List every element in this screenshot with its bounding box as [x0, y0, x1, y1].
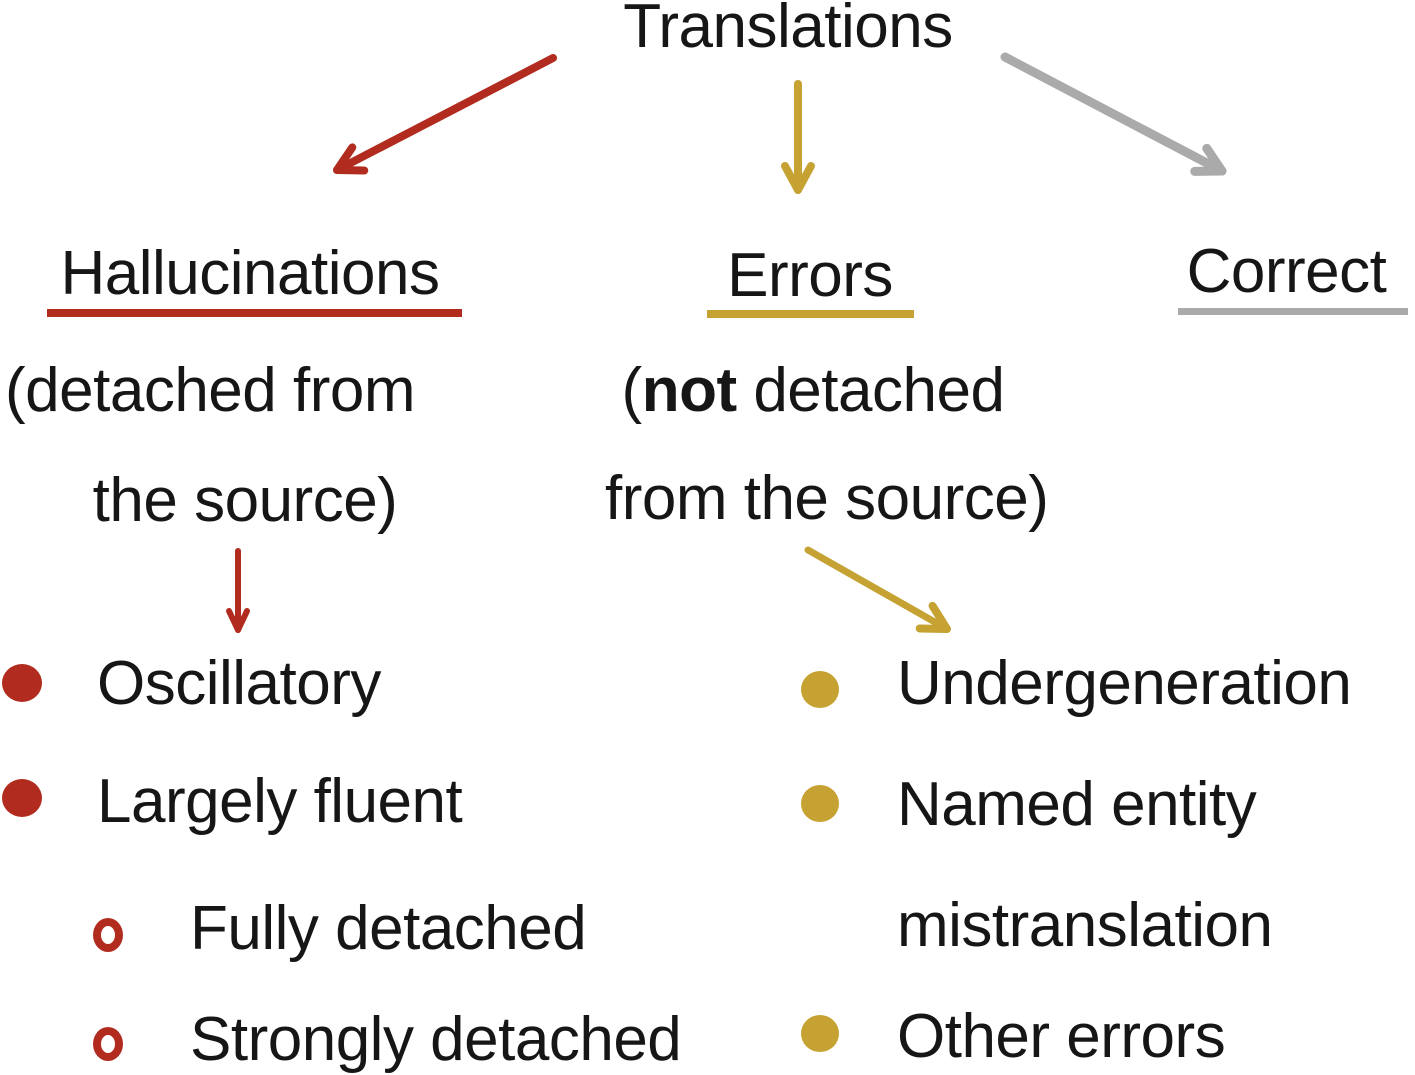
list-item-named-entity-line2: mistranslation — [897, 891, 1273, 960]
list-item-largely-fluent: Largely fluent — [97, 767, 463, 836]
correct-heading: Correct — [1186, 237, 1387, 306]
errors-note-open-paren: ( — [621, 356, 643, 425]
hallucinations-note-line1: (detached from — [5, 356, 416, 425]
hollow-bullet-icon — [93, 918, 123, 952]
correct-underline — [1178, 308, 1408, 315]
filled-bullet-icon — [801, 785, 839, 822]
hallucinations-heading: Hallucinations — [60, 239, 441, 308]
errors-note-line2: from the source) — [605, 464, 1049, 533]
list-item-named-entity-line1: Named entity — [897, 770, 1257, 839]
list-item-fully-detached: Fully detached — [190, 894, 587, 963]
hallucinations-note-line2: the source) — [92, 466, 398, 535]
hollow-bullet-icon — [93, 1027, 123, 1061]
arrow-to-correct-icon — [1000, 52, 1227, 176]
filled-bullet-icon — [801, 671, 839, 708]
arrow-errors-to-types-icon — [804, 546, 951, 633]
list-item-other-errors: Other errors — [897, 1002, 1226, 1071]
filled-bullet-icon — [2, 664, 42, 702]
root-node-label: Translations — [623, 0, 953, 61]
errors-note-not-bold: not — [641, 356, 737, 425]
hallucinations-underline — [47, 309, 462, 317]
errors-note-line1: (not detached — [613, 360, 1013, 422]
list-item-undergeneration: Undergeneration — [897, 649, 1352, 718]
filled-bullet-icon — [801, 1015, 839, 1052]
arrow-to-hallucinations-icon — [333, 54, 557, 175]
errors-note-line1-rest: detached — [736, 356, 1005, 425]
filled-bullet-icon — [2, 779, 42, 817]
list-item-strongly-detached: Strongly detached — [190, 1005, 682, 1074]
errors-underline — [707, 310, 914, 318]
list-item-oscillatory: Oscillatory — [97, 649, 381, 718]
errors-heading: Errors — [727, 241, 893, 310]
